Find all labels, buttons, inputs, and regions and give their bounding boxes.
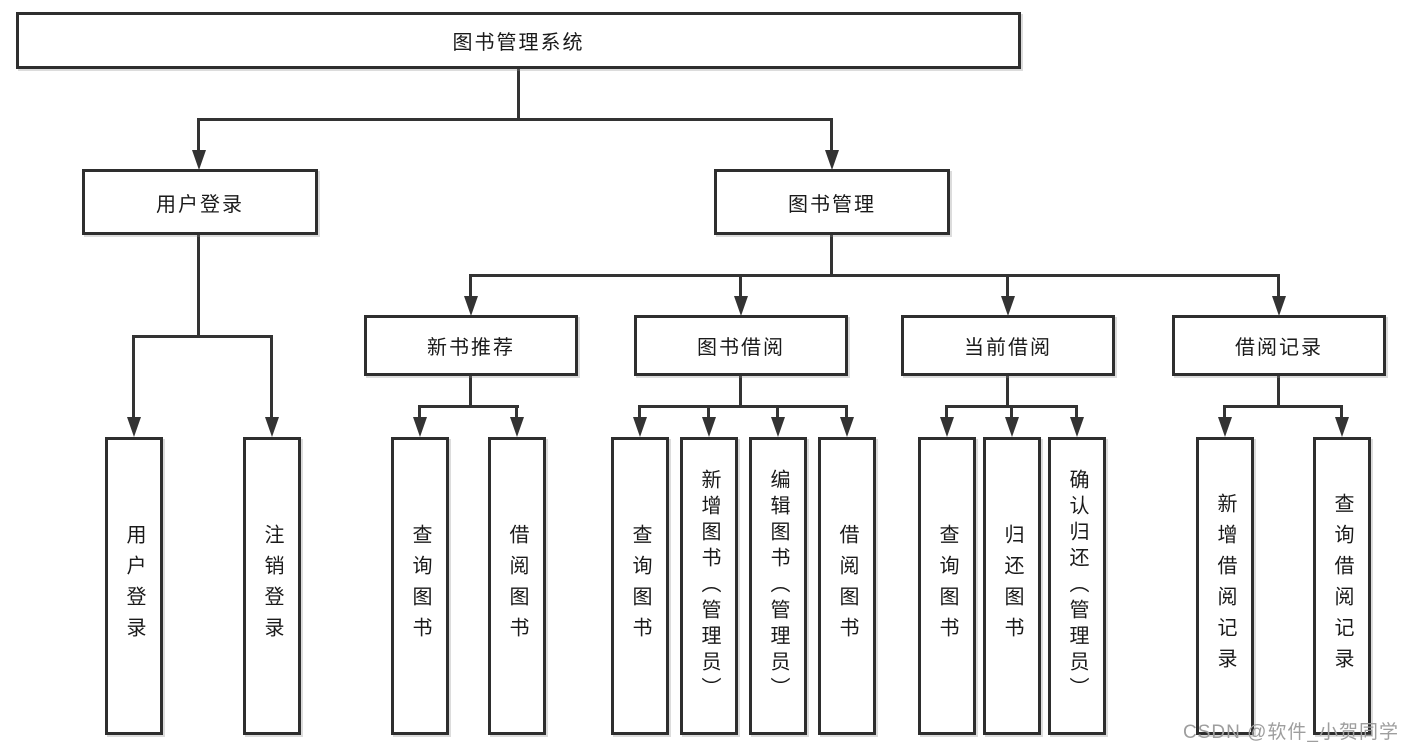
connector-vline — [739, 274, 742, 298]
node-label: 用户登录 — [123, 524, 145, 648]
leaf-query-books-borrow: 查询图书 — [611, 437, 669, 735]
arrowhead-down-icon — [771, 417, 785, 437]
node-label: 注销登录 — [261, 524, 283, 648]
connector-hline — [469, 274, 1280, 277]
leaf-add-borrow-record: 新增借阅记录 — [1196, 437, 1254, 735]
connector-vline — [845, 405, 848, 421]
connector-vline — [830, 118, 833, 152]
connector-vline — [1010, 405, 1013, 421]
arrowhead-down-icon — [840, 417, 854, 437]
arrowhead-down-icon — [1335, 417, 1349, 437]
leaf-query-borrow-record: 查询借阅记录 — [1313, 437, 1371, 735]
node-label: 借阅图书 — [506, 524, 528, 648]
connector-hline — [1223, 405, 1343, 408]
arrowhead-down-icon — [192, 150, 206, 170]
node-label: 图书借阅 — [697, 337, 785, 359]
connector-vline — [638, 405, 641, 421]
arrowhead-down-icon — [1005, 417, 1019, 437]
node-label: 查询图书 — [936, 524, 958, 648]
connector-hline — [418, 405, 519, 408]
connector-vline — [132, 335, 135, 419]
connector-vline — [1075, 405, 1078, 421]
node-book-borrowing: 图书借阅 — [634, 315, 848, 376]
arrowhead-down-icon — [1001, 296, 1015, 316]
node-borrowing-records: 借阅记录 — [1172, 315, 1386, 376]
arrowhead-down-icon — [265, 417, 279, 437]
connector-hline — [197, 118, 833, 121]
node-label: 查询图书 — [629, 524, 651, 648]
node-label: 新增图书（管理员） — [698, 469, 720, 703]
arrowhead-down-icon — [1218, 417, 1232, 437]
node-label: 新书推荐 — [427, 337, 515, 359]
connector-vline — [1277, 274, 1280, 298]
arrowhead-down-icon — [127, 417, 141, 437]
connector-vline — [517, 68, 520, 120]
node-library-management-system: 图书管理系统 — [16, 12, 1021, 69]
node-label: 用户登录 — [156, 193, 244, 216]
arrowhead-down-icon — [633, 417, 647, 437]
node-new-book-recommendation: 新书推荐 — [364, 315, 578, 376]
connector-vline — [197, 235, 200, 337]
connector-vline — [739, 376, 742, 407]
connector-vline — [418, 405, 421, 421]
leaf-borrow-books-recommend: 借阅图书 — [488, 437, 546, 735]
connector-vline — [707, 405, 710, 421]
arrowhead-down-icon — [940, 417, 954, 437]
connector-vline — [1006, 274, 1009, 298]
connector-vline — [469, 376, 472, 407]
connector-vline — [270, 335, 273, 419]
leaf-query-books-recommend: 查询图书 — [391, 437, 449, 735]
node-label: 查询借阅记录 — [1331, 493, 1353, 679]
node-label: 借阅记录 — [1235, 337, 1323, 359]
node-user-login: 用户登录 — [82, 169, 318, 235]
node-book-management: 图书管理 — [714, 169, 950, 235]
node-label: 编辑图书（管理员） — [767, 469, 789, 703]
node-label: 新增借阅记录 — [1214, 493, 1236, 679]
node-label: 确认归还（管理员） — [1066, 469, 1088, 703]
node-label: 归还图书 — [1001, 524, 1023, 648]
arrowhead-down-icon — [464, 296, 478, 316]
arrowhead-down-icon — [702, 417, 716, 437]
arrowhead-down-icon — [825, 150, 839, 170]
node-label: 查询图书 — [409, 524, 431, 648]
connector-vline — [1340, 405, 1343, 421]
leaf-logout: 注销登录 — [243, 437, 301, 735]
connector-vline — [776, 405, 779, 421]
node-label: 图书管理 — [788, 193, 876, 216]
leaf-add-book-admin: 新增图书（管理员） — [680, 437, 738, 735]
node-label: 借阅图书 — [836, 524, 858, 648]
arrowhead-down-icon — [510, 417, 524, 437]
leaf-return-book: 归还图书 — [983, 437, 1041, 735]
leaf-edit-book-admin: 编辑图书（管理员） — [749, 437, 807, 735]
leaf-confirm-return-admin: 确认归还（管理员） — [1048, 437, 1106, 735]
node-label: 当前借阅 — [964, 337, 1052, 359]
arrowhead-down-icon — [734, 296, 748, 316]
node-label: 图书管理系统 — [452, 32, 585, 54]
arrowhead-down-icon — [1070, 417, 1084, 437]
watermark: CSDN @软件_小贺同学 — [1183, 722, 1399, 743]
node-current-borrowing: 当前借阅 — [901, 315, 1115, 376]
leaf-query-books-current: 查询图书 — [918, 437, 976, 735]
arrowhead-down-icon — [413, 417, 427, 437]
connector-vline — [1223, 405, 1226, 421]
connector-vline — [830, 235, 833, 276]
connector-vline — [469, 274, 472, 298]
connector-vline — [197, 118, 200, 152]
connector-vline — [945, 405, 948, 421]
connector-hline — [132, 335, 273, 338]
connector-vline — [1006, 376, 1009, 407]
leaf-borrow-books: 借阅图书 — [818, 437, 876, 735]
connector-vline — [1277, 376, 1280, 407]
connector-vline — [515, 405, 518, 421]
arrowhead-down-icon — [1272, 296, 1286, 316]
connector-hline — [638, 405, 848, 408]
leaf-user-login: 用户登录 — [105, 437, 163, 735]
